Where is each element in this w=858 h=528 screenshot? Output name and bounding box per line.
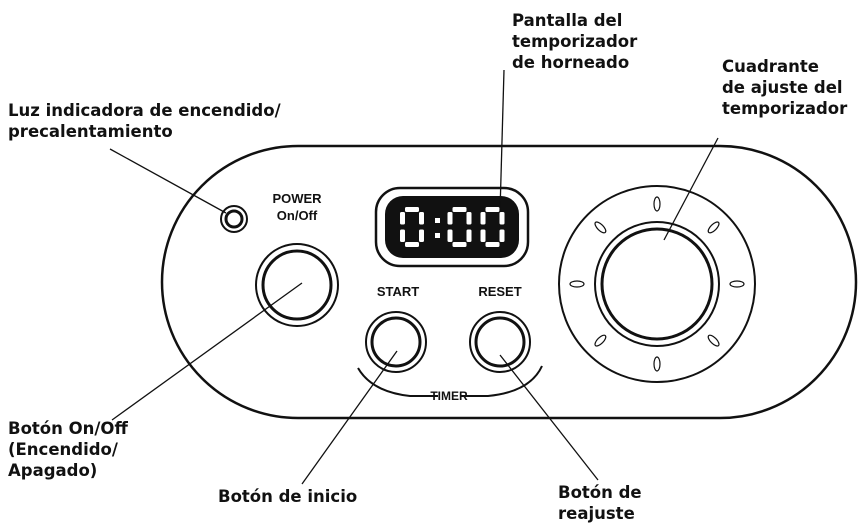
power-sublabel: On/Off	[277, 208, 318, 223]
dial-tick-mark	[729, 280, 745, 288]
timer-dial[interactable]	[558, 185, 756, 383]
dial-tick-mark	[653, 196, 661, 212]
power-indicator-light	[220, 205, 248, 233]
callout-line: Cuadrante	[722, 57, 819, 76]
leader-line-light	[109, 148, 227, 214]
dial-tick-marks	[569, 196, 745, 372]
leader-line-display	[499, 69, 505, 213]
callout-line: Botón de inicio	[218, 487, 358, 506]
display-segment	[485, 207, 500, 212]
callout-line: temporizador	[512, 32, 638, 51]
display-digit	[447, 207, 472, 247]
callout-line: (Encendido/	[8, 440, 118, 459]
dial-tick-mark	[653, 356, 661, 372]
display-segment	[466, 212, 472, 225]
callout-timer-dial: Cuadrante de ajuste del temporizador	[722, 56, 847, 119]
dial-tick-mark	[707, 221, 720, 234]
dial-tick-mark	[707, 334, 720, 347]
display-segment	[400, 229, 405, 242]
dial-tick-mark	[569, 280, 585, 288]
display-segment	[452, 242, 467, 247]
display-colon-dot	[435, 233, 440, 238]
display-digit	[400, 207, 424, 247]
callout-line: precalentamiento	[8, 122, 173, 141]
leader-line-start	[301, 350, 398, 485]
reset-label: RESET	[478, 284, 521, 299]
callout-timer-display: Pantalla del temporizador de horneado	[512, 10, 637, 73]
display-segment	[480, 229, 486, 242]
dial-tick-mark	[594, 334, 607, 347]
display-segment	[480, 212, 486, 225]
callout-line: de horneado	[512, 53, 630, 72]
display-digits	[400, 207, 505, 247]
callout-line: de ajuste del	[722, 78, 843, 97]
timer-label: TIMER	[430, 389, 468, 403]
leader-line-reset	[499, 354, 599, 481]
leader-line-dial	[663, 137, 719, 241]
display-segment	[405, 207, 419, 212]
display-segment	[447, 212, 453, 225]
dial-tick-mark	[594, 221, 607, 234]
callout-line: Botón On/Off	[8, 419, 128, 438]
display-segment	[499, 229, 505, 242]
display-segment	[400, 212, 405, 225]
reset-button[interactable]	[469, 311, 531, 373]
callout-reset-button: Botón de reajuste	[558, 482, 642, 524]
display-digit	[480, 207, 505, 247]
callout-line: Botón de	[558, 483, 642, 502]
timer-bracket	[357, 365, 543, 397]
callout-start-button: Botón de inicio	[218, 486, 357, 507]
callout-power-button: Botón On/Off (Encendido/ Apagado)	[8, 418, 128, 481]
display-segment	[499, 212, 505, 225]
display-segment	[447, 229, 453, 242]
callout-line: Pantalla del	[512, 11, 623, 30]
display-colon-dot	[435, 218, 440, 223]
power-label: POWER	[272, 191, 322, 206]
callout-indicator-light: Luz indicadora de encendido/ precalentam…	[8, 100, 281, 142]
callout-line: reajuste	[558, 504, 635, 523]
start-label: START	[377, 284, 419, 299]
display-segment	[452, 207, 467, 212]
display-segment	[405, 242, 419, 247]
timer-display	[374, 186, 530, 268]
callout-line: Apagado)	[8, 461, 98, 480]
display-segment	[419, 212, 424, 225]
callout-line: temporizador	[722, 99, 848, 118]
leader-line-power	[111, 282, 303, 421]
display-segment	[466, 229, 472, 242]
start-button[interactable]	[365, 311, 427, 373]
display-segment	[419, 229, 424, 242]
display-segment	[485, 242, 500, 247]
power-button[interactable]	[255, 243, 339, 327]
callout-line: Luz indicadora de encendido/	[8, 101, 281, 120]
